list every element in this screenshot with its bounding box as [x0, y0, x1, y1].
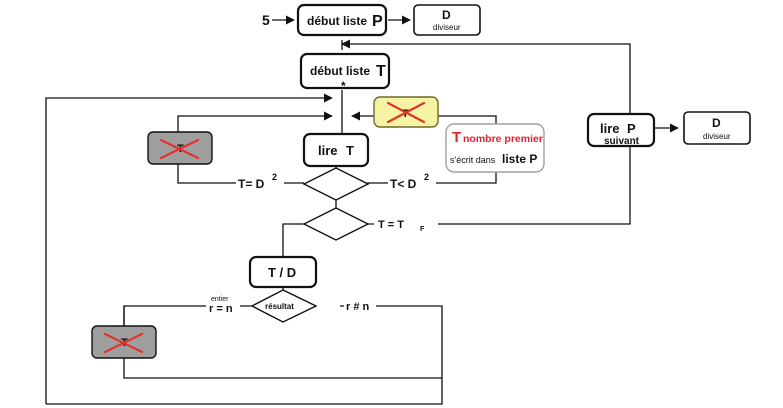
label-t-eq-d2: T= D 2 [236, 172, 284, 191]
decision-resultat: résultat [250, 289, 318, 323]
d-right-sub: diviseur [703, 132, 731, 141]
lire-p-sub: suivant [604, 136, 640, 147]
cond-t-eq-tf-sub: F [420, 226, 425, 233]
d-top-label: D [442, 8, 451, 22]
cond-r-eq-n-top: entier [211, 296, 229, 303]
cross-icon [386, 101, 426, 124]
lire-t-var: T [346, 143, 354, 158]
crossed-box-gray-lower: T [91, 325, 157, 359]
line-diamond-2-to-t-div-d [282, 223, 305, 257]
cond-t-lt-d2-sup: 2 [424, 172, 429, 182]
t-div-d-label: T / D [268, 265, 296, 280]
cond-r-eq-n-text: r = n [209, 303, 233, 315]
cond-t-eq-d2-text: T= D [238, 177, 265, 191]
note-nombre-premier: T nombre premier s'écrit dans liste P [445, 123, 545, 173]
lire-p-label: lire [600, 121, 620, 136]
decision-diamond-d2 [302, 167, 370, 201]
node-d-right: D diviseur [683, 111, 751, 145]
resultat-label: résultat [265, 302, 294, 311]
decision-diamond-tf [302, 207, 370, 241]
debut-liste-p-label: début liste [307, 14, 367, 28]
loop-outer-to-liste-t [45, 93, 333, 404]
cond-t-eq-d2-sup: 2 [272, 172, 277, 182]
note-line1: nombre premier [463, 133, 543, 145]
d-right-label: D [712, 116, 721, 130]
node-lire-t: lire T [302, 132, 370, 168]
crossed-box-yellow: T [373, 96, 439, 128]
cond-t-lt-d2-text: T< D [390, 177, 417, 191]
outer-bottom-line [46, 378, 443, 405]
loop-lire-p-to-liste-t [341, 39, 631, 114]
lire-p-var: P [627, 121, 636, 136]
node-debut-liste-t: début liste T * [299, 52, 391, 93]
label-r-eq-n: entier r = n [206, 294, 240, 315]
node-debut-liste-p: début liste P [296, 3, 388, 37]
node-t-div-d: T / D [248, 255, 318, 289]
cond-r-ne-n-text: r # n [346, 301, 370, 313]
label-r-ne-n: r # n [344, 299, 376, 313]
crossed-box-gray-upper: T [147, 131, 213, 165]
cross-icon [103, 332, 144, 354]
note-target: liste P [502, 152, 537, 166]
cross-icon [159, 138, 200, 160]
line-t-eq-tf-to-lire-p [368, 146, 631, 225]
label-t-eq-tf: T = T F [374, 215, 438, 233]
label-t-lt-d2: T< D 2 [388, 172, 436, 191]
node-d-top: D diviseur [413, 4, 481, 36]
lire-t-label: lire [318, 143, 338, 158]
debut-liste-t-mark: * [341, 79, 346, 93]
node-lire-p-suivant: lire P suivant [586, 112, 656, 148]
cond-t-eq-tf-text: T = T [378, 219, 404, 231]
debut-liste-t-label: début liste [310, 64, 370, 78]
note-var: T [452, 129, 461, 146]
d-top-sub: diviseur [433, 23, 461, 32]
debut-liste-p-var: P [372, 13, 383, 30]
debut-liste-t-var: T [376, 63, 386, 80]
start-value: 5 [262, 12, 270, 28]
note-line2: s'écrit dans [450, 155, 496, 165]
